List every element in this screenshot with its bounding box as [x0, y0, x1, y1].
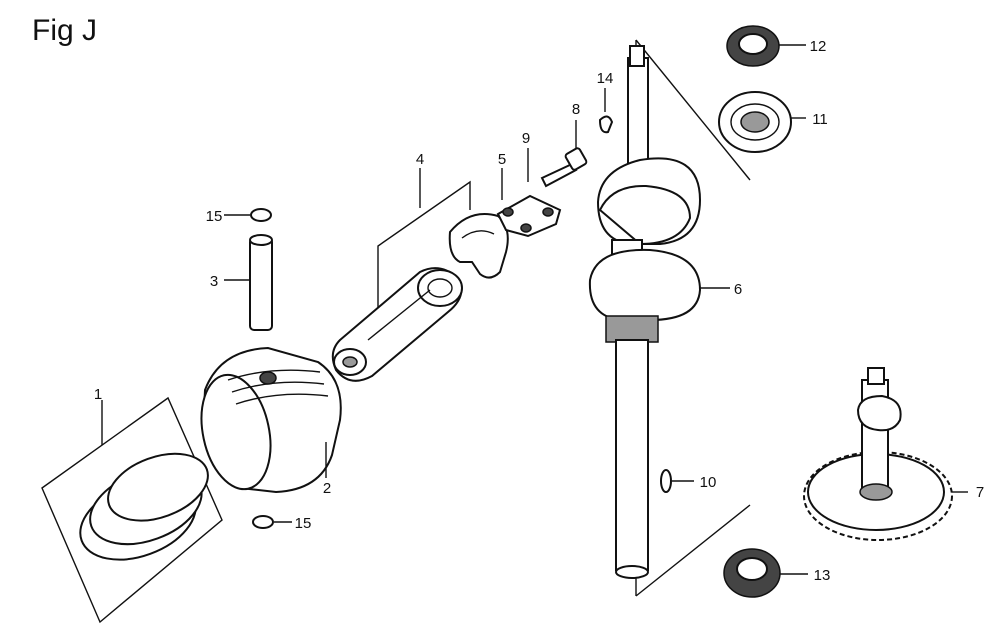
piston: [200, 346, 342, 494]
callout-14: 14: [597, 70, 614, 87]
piston-ring-set: [41, 396, 223, 624]
callout-8: 8: [572, 101, 580, 118]
callout-6: 6: [734, 281, 742, 298]
lock-plate: [496, 148, 562, 238]
callout-13: 13: [814, 567, 831, 584]
crankshaft: [588, 39, 751, 597]
callout-12: 12: [810, 38, 827, 55]
piston-pin-clip-bottom: [252, 515, 292, 529]
callout-3: 3: [210, 273, 218, 290]
woodruff-key: [598, 88, 614, 134]
callout-4: 4: [416, 151, 424, 168]
connecting-rod-bolt: [540, 120, 588, 188]
callout-7: 7: [976, 484, 984, 501]
callout-11: 11: [812, 111, 828, 128]
figure-title: Fig J: [32, 14, 98, 47]
connecting-rod-cap: [448, 168, 509, 279]
callout-15-top: 15: [206, 208, 223, 225]
crankshaft-o-ring: [660, 469, 694, 493]
piston-pin: [224, 234, 273, 331]
callout-5: 5: [498, 151, 506, 168]
callout-2: 2: [323, 480, 331, 497]
callout-15-bottom: 15: [295, 515, 312, 532]
connecting-rod: [331, 168, 471, 382]
piston-pin-clip-top: [224, 208, 272, 222]
callout-10: 10: [700, 474, 717, 491]
oil-seal-top: [726, 25, 806, 67]
callout-1: 1: [94, 386, 102, 403]
oil-seal-bottom: [723, 548, 808, 598]
camshaft-gear: [803, 367, 968, 541]
callout-9: 9: [522, 130, 530, 147]
ball-bearing: [718, 91, 806, 153]
